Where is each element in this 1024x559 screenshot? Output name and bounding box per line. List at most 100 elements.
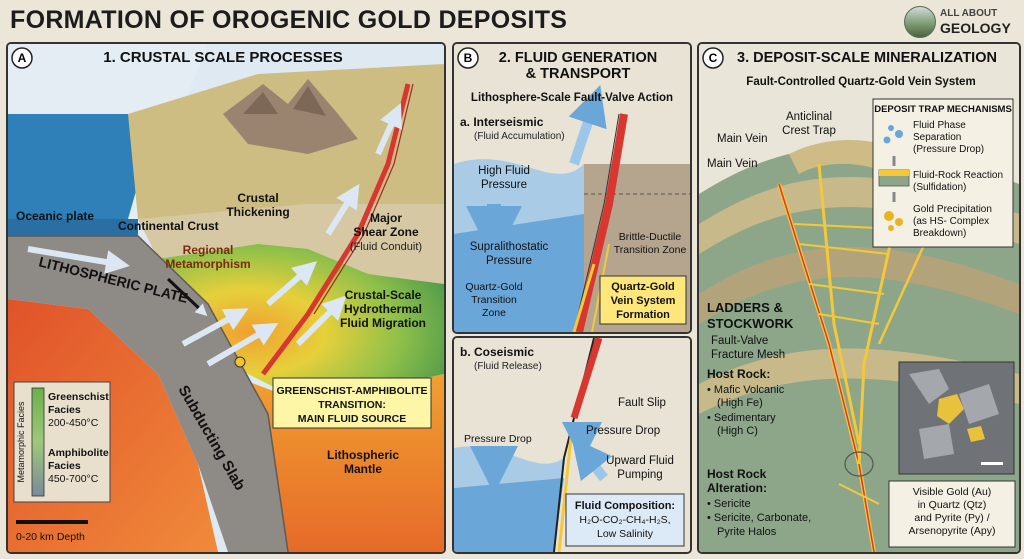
formation-line-2: Vein System [611, 295, 676, 307]
alteration-item-1: • Sericite [707, 498, 751, 510]
label-hydro-1: Crustal-Scale [345, 288, 422, 302]
label-supra-1: Supralithostatic [470, 241, 549, 253]
label-crustal-thickening-1: Crustal [237, 191, 278, 205]
trap1-line-2: Separation [913, 132, 961, 143]
gold-line-1: Visible Gold (Au) [913, 486, 992, 498]
coseismic-diagram: b. Coseismic (Fluid Release) Fault Slip … [454, 338, 690, 552]
brand-logo: ALL ABOUT GEOLOGY [904, 5, 1014, 39]
label-supra-2: Pressure [486, 255, 532, 267]
trap2-line-1: Fluid-Rock Reaction [913, 170, 1003, 181]
label-alteration-1: Host Rock [707, 467, 767, 481]
gold-line-2: in Quartz (Qtz) [918, 499, 987, 511]
legend-greenschist-2: Facies [48, 404, 81, 416]
panel-crustal-processes: A 1. CRUSTAL SCALE PROCESSES Oceanic pla… [6, 42, 446, 554]
label-regional-meta-2: Metamorphism [165, 257, 250, 271]
gold-line-4: Arsenopyrite (Apy) [909, 525, 996, 537]
label-mantle-2: Mantle [344, 462, 382, 476]
badge-c-text: C [709, 51, 718, 65]
label-hydro-3: Fluid Migration [340, 316, 426, 330]
panel-c-subtitle: Fault-Controlled Quartz-Gold Vein System [746, 76, 975, 88]
panel-b-title-1: 2. FLUID GENERATION [499, 50, 657, 66]
label-interseismic-sub: (Fluid Accumulation) [474, 131, 565, 142]
label-brittle-1: Brittle-Ductile [619, 231, 682, 243]
label-main-vein-2: Main Vein [707, 158, 758, 170]
trap-title: DEPOSIT TRAP MECHANISMS [874, 104, 1012, 115]
trap3-line-3: Breakdown) [913, 228, 966, 239]
formation-line-1: Quartz-Gold [611, 281, 675, 293]
host-item-2-sub: (High C) [717, 425, 758, 437]
label-brittle-2: Transition Zone [614, 244, 687, 256]
legend-amphibolite-3: 450-700°C [48, 473, 99, 485]
gold-line-3: and Pyrite (Py) / [914, 512, 989, 524]
label-anticlinal-2: Crest Trap [782, 125, 836, 137]
page-title: FORMATION OF OROGENIC GOLD DEPOSITS [10, 6, 567, 35]
label-hydro-2: Hydrothermal [344, 302, 422, 316]
label-main-vein-1: Main Vein [717, 133, 768, 145]
legend-amphibolite-2: Facies [48, 460, 81, 472]
interseismic-diagram: B 2. FLUID GENERATION & TRANSPORT Lithos… [454, 44, 690, 332]
deposit-diagram: C 3. DEPOSIT-SCALE MINERALIZATION Fault-… [699, 44, 1019, 552]
composition-salinity: Low Salinity [597, 528, 654, 540]
label-ladders-1: LADDERS & [707, 300, 783, 315]
trap2-line-2: (Sulfidation) [913, 182, 966, 193]
panel-coseismic: b. Coseismic (Fluid Release) Fault Slip … [452, 336, 692, 554]
badge-b-text: B [464, 51, 473, 65]
legend-amphibolite-1: Amphibolite [48, 447, 109, 459]
label-alteration-2: Alteration: [707, 481, 767, 495]
host-item-1-sub: (High Fe) [717, 397, 763, 409]
panel-fluid-generation: B 2. FLUID GENERATION & TRANSPORT Lithos… [452, 42, 692, 334]
trap3-line-1: Gold Precipitation [913, 204, 992, 215]
composition-title: Fluid Composition: [575, 500, 675, 512]
host-item-2: • Sedimentary [707, 412, 776, 424]
label-upward-1: Upward Fluid [606, 455, 674, 467]
label-qg-zone-3: Zone [482, 307, 506, 319]
label-oceanic-plate: Oceanic plate [16, 209, 94, 223]
panel-a-title: 1. CRUSTAL SCALE PROCESSES [103, 49, 343, 66]
legend-title: Metamorphic Facies [16, 401, 26, 483]
panel-b-title-2: & TRANSPORT [526, 66, 631, 82]
label-mantle-1: Lithospheric [327, 448, 399, 462]
legend-greenschist-3: 200-450°C [48, 417, 99, 429]
label-anticlinal-1: Anticlinal [786, 111, 832, 123]
crustal-diagram: A 1. CRUSTAL SCALE PROCESSES Oceanic pla… [8, 44, 444, 552]
scale-bar [16, 520, 88, 524]
label-fault-slip: Fault Slip [618, 397, 666, 409]
label-high-pressure-1: High Fluid [478, 165, 530, 177]
formation-line-3: Formation [616, 309, 670, 321]
label-major-shear-2: Shear Zone [353, 225, 419, 239]
legend-color-bar [32, 388, 44, 496]
panel-b-subtitle: Lithosphere-Scale Fault-Valve Action [471, 92, 673, 104]
label-regional-meta-1: Regional [183, 243, 234, 257]
label-interseismic: a. Interseismic [460, 115, 544, 129]
trap3-line-2: (as HS- Complex [913, 216, 989, 227]
source-line-2: TRANSITION: [318, 399, 386, 411]
badge-a-text: A [18, 51, 27, 65]
label-crustal-thickening-2: Thickening [226, 205, 289, 219]
label-coseismic: b. Coseismic [460, 345, 534, 359]
label-continental-crust: Continental Crust [118, 219, 219, 233]
logo-text-top: ALL ABOUT [940, 8, 997, 19]
label-fault-valve-1: Fault-Valve [711, 335, 768, 347]
logo-text-bottom: GEOLOGY [940, 20, 1011, 36]
panel-deposit-mineralization: C 3. DEPOSIT-SCALE MINERALIZATION Fault-… [697, 42, 1021, 554]
scale-label: 0-20 km Depth [16, 531, 85, 543]
mountain-logo-icon [904, 6, 936, 38]
source-line-3: MAIN FLUID SOURCE [298, 413, 407, 425]
trap1-line-1: Fluid Phase [913, 120, 966, 131]
host-item-1: • Mafic Volcanic [707, 384, 785, 396]
label-qg-zone-1: Quartz-Gold [465, 281, 522, 293]
alteration-item-3: Pyrite Halos [717, 526, 777, 538]
label-ladders-2: STOCKWORK [707, 316, 794, 331]
label-qg-zone-2: Transition [471, 294, 517, 306]
panel-c-title: 3. DEPOSIT-SCALE MINERALIZATION [737, 50, 997, 66]
label-high-pressure-2: Pressure [481, 179, 527, 191]
label-pressure-drop-left: Pressure Drop [464, 433, 532, 445]
label-coseismic-sub: (Fluid Release) [474, 361, 542, 372]
trap1-line-3: (Pressure Drop) [913, 144, 984, 155]
legend-greenschist-1: Greenschist [48, 391, 109, 403]
label-upward-2: Pumping [617, 469, 662, 481]
composition-formula: H₂O-CO₂-CH₄-H₂S, [579, 514, 670, 526]
alteration-item-2: • Sericite, Carbonate, [707, 512, 811, 524]
source-line-1: GREENSCHIST-AMPHIBOLITE [276, 385, 427, 397]
label-host-rock: Host Rock: [707, 367, 770, 381]
